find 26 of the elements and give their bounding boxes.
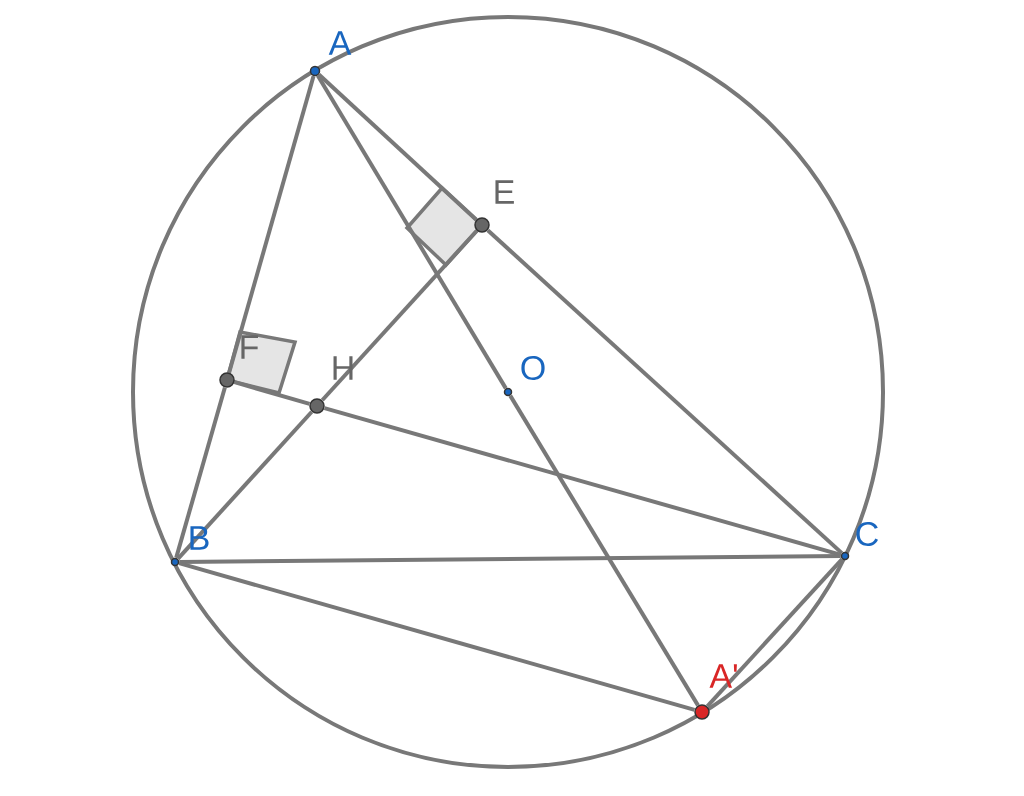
point-label: C	[856, 521, 878, 547]
point	[840, 551, 850, 561]
point-label: E	[495, 180, 514, 204]
point	[170, 557, 180, 567]
line-segment	[227, 75, 316, 374]
point	[309, 65, 321, 77]
line-segment	[320, 229, 479, 402]
point	[503, 387, 513, 397]
line-segment	[179, 554, 841, 564]
line-segment	[508, 394, 700, 707]
line-segment	[705, 557, 844, 708]
line-segment	[486, 228, 844, 555]
line-segment	[316, 74, 508, 390]
point	[694, 704, 710, 720]
point-label: A	[328, 31, 352, 55]
line-segment	[176, 410, 314, 561]
point	[474, 217, 490, 233]
line-segment	[233, 380, 311, 406]
line-segment	[323, 406, 842, 557]
line-segment	[317, 73, 478, 222]
line-segment	[174, 386, 227, 559]
point	[219, 372, 235, 388]
point-label: F	[241, 335, 258, 359]
point	[309, 398, 325, 414]
line-segment	[178, 561, 696, 712]
point-label: O	[521, 355, 545, 381]
